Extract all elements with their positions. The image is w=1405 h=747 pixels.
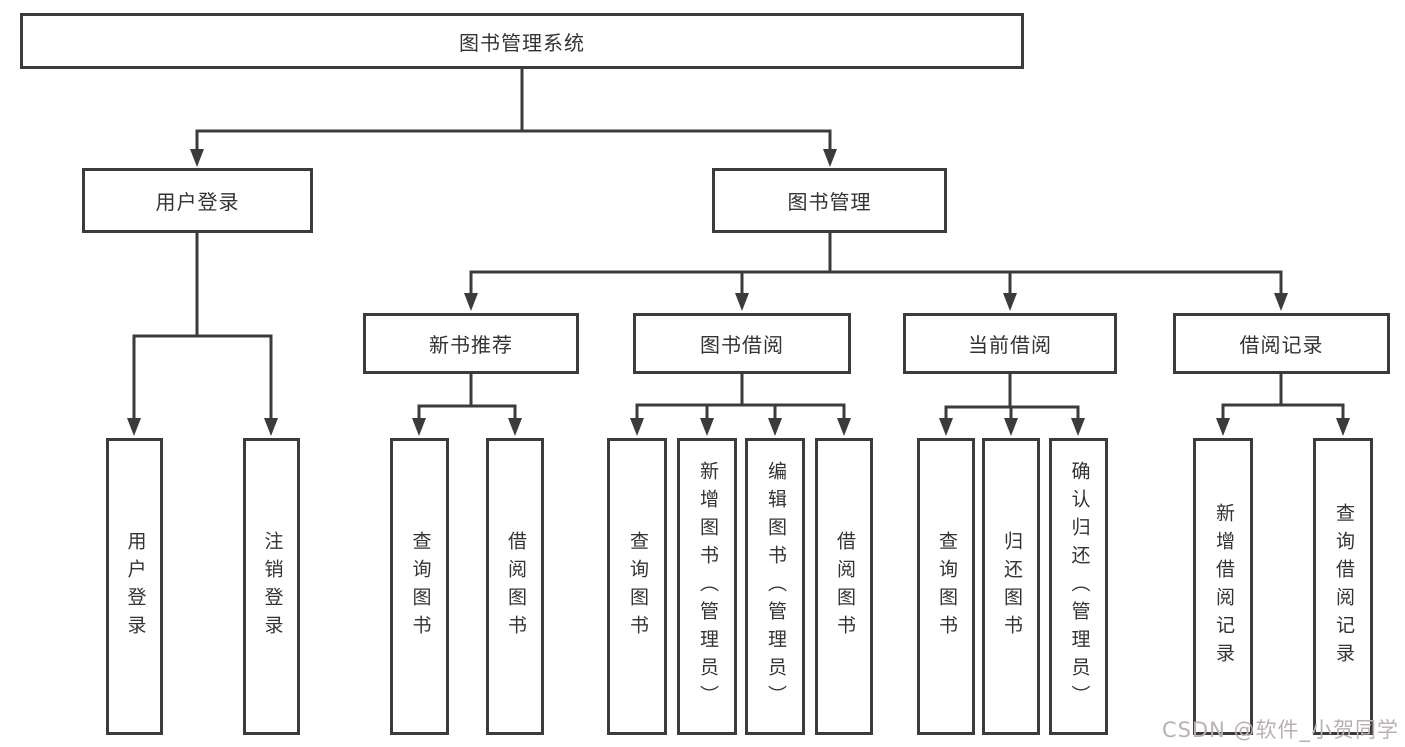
node-current-borrow: 当前借阅 bbox=[903, 313, 1117, 374]
node-label: 用户登录 bbox=[155, 190, 240, 214]
leaf-label: 用户登录 bbox=[124, 530, 147, 643]
leaf-label: 借阅图书 bbox=[833, 530, 856, 643]
node-label: 借阅记录 bbox=[1239, 333, 1324, 357]
node-book-management: 图书管理 bbox=[712, 168, 947, 233]
node-label: 当前借阅 bbox=[968, 333, 1052, 357]
leaf-edit-books-admin: 编辑图书（管理员） bbox=[745, 438, 805, 735]
node-label: 图书借阅 bbox=[700, 333, 784, 357]
leaf-confirm-return-admin: 确认归还（管理员） bbox=[1049, 438, 1108, 735]
leaf-logout: 注销登录 bbox=[243, 438, 300, 735]
leaf-label: 查询图书 bbox=[626, 530, 649, 643]
leaf-add-books-admin: 新增图书（管理员） bbox=[677, 438, 737, 735]
leaf-borrow-books: 借阅图书 bbox=[815, 438, 873, 735]
node-user-login: 用户登录 bbox=[82, 168, 313, 233]
leaf-label: 新增图书（管理员） bbox=[696, 460, 719, 713]
leaf-return-books: 归还图书 bbox=[982, 438, 1040, 735]
leaf-label: 编辑图书（管理员） bbox=[764, 460, 787, 713]
node-label: 新书推荐 bbox=[429, 333, 513, 357]
leaf-label: 注销登录 bbox=[261, 530, 284, 643]
leaf-user-login: 用户登录 bbox=[106, 438, 163, 735]
node-borrow-records: 借阅记录 bbox=[1173, 313, 1390, 374]
leaf-add-borrow-record: 新增借阅记录 bbox=[1193, 438, 1253, 735]
node-system-root: 图书管理系统 bbox=[20, 13, 1024, 69]
leaf-label: 确认归还（管理员） bbox=[1068, 460, 1091, 713]
leaf-label: 查询图书 bbox=[935, 530, 958, 643]
leaf-query-books-recommend: 查询图书 bbox=[390, 438, 449, 735]
leaf-label: 新增借阅记录 bbox=[1212, 502, 1235, 671]
node-label: 图书管理系统 bbox=[459, 30, 585, 55]
leaf-query-books-borrow: 查询图书 bbox=[607, 438, 667, 735]
arrowheads bbox=[127, 149, 1350, 436]
node-book-borrow: 图书借阅 bbox=[633, 313, 851, 374]
leaf-query-borrow-record: 查询借阅记录 bbox=[1313, 438, 1373, 735]
leaf-label: 借阅图书 bbox=[504, 530, 527, 643]
leaf-label: 查询图书 bbox=[409, 530, 432, 643]
leaf-label: 归还图书 bbox=[1000, 530, 1023, 643]
node-new-book-recommend: 新书推荐 bbox=[363, 313, 579, 374]
node-label: 图书管理 bbox=[787, 190, 872, 214]
leaf-label: 查询借阅记录 bbox=[1332, 502, 1355, 671]
leaf-borrow-books-recommend: 借阅图书 bbox=[486, 438, 544, 735]
leaf-query-books-current: 查询图书 bbox=[917, 438, 975, 735]
